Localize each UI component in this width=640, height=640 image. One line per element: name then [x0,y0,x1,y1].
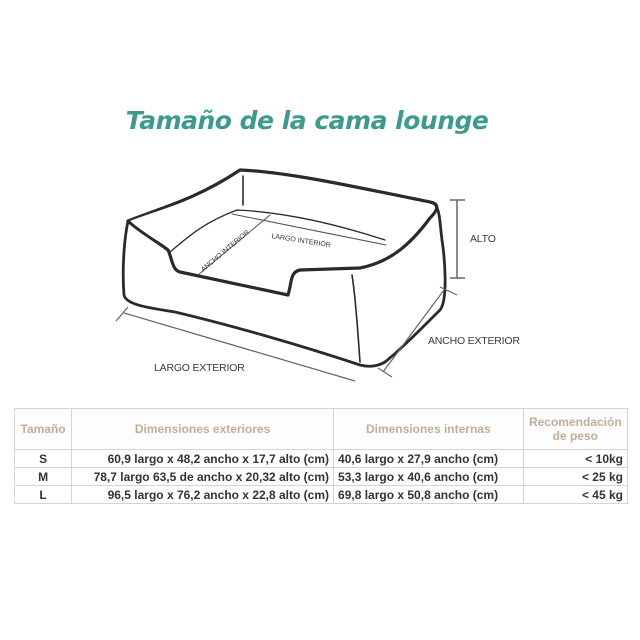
cell-exterior: 78,7 largo 63,5 de ancho x 20,32 alto (c… [71,467,335,486]
table-row: S 60,9 largo x 48,2 ancho x 17,7 alto (c… [13,449,629,468]
cell-interior: 69,8 largo x 50,8 ancho (cm) [333,485,524,504]
bed-diagram [115,168,465,382]
table-row: L 96,5 largo x 76,2 ancho x 22,8 alto (c… [13,485,629,504]
cell-exterior: 96,5 largo x 76,2 ancho x 22,8 alto (cm) [71,485,335,504]
header-exterior: Dimensiones exteriores [71,408,335,450]
table-row: M 78,7 largo 63,5 de ancho x 20,32 alto … [13,467,629,486]
header-weight: Recomendación de peso [522,408,629,450]
cell-weight: < 10kg [522,449,629,468]
table-header-row: Tamaño Dimensiones exteriores Dimensione… [13,408,629,450]
cell-weight: < 25 kg [522,467,629,486]
cell-interior: 53,3 largo x 40,6 ancho (cm) [333,467,524,486]
cell-size: L [13,485,73,504]
cell-interior: 40,6 largo x 27,9 ancho (cm) [333,449,524,468]
cell-size: M [13,467,73,486]
cell-exterior: 60,9 largo x 48,2 ancho x 17,7 alto (cm) [71,449,335,468]
cell-weight: < 45 kg [522,485,629,504]
cell-size: S [13,449,73,468]
header-size: Tamaño [13,408,73,450]
label-alto: ALTO [470,233,496,245]
label-largo-exterior: LARGO EXTERIOR [154,362,245,374]
page-title: Tamaño de la cama lounge [125,106,489,135]
label-ancho-exterior: ANCHO EXTERIOR [428,335,520,347]
size-table: Tamaño Dimensiones exteriores Dimensione… [13,408,629,504]
header-interior: Dimensiones internas [333,408,524,450]
